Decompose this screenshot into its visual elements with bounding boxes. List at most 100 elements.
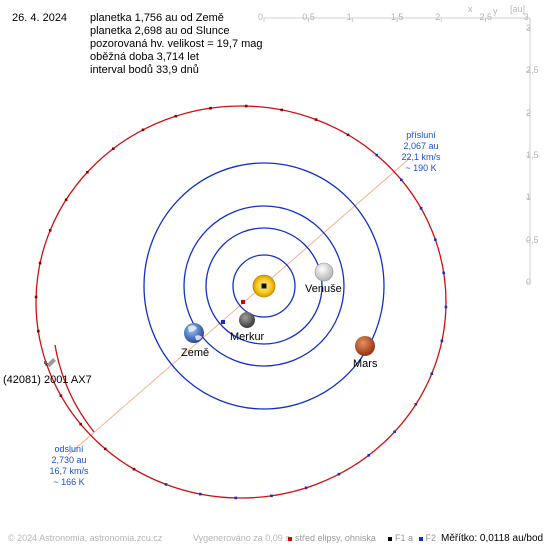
- aphelion-speed: 16,7 km/s: [49, 466, 89, 476]
- orbit-point: [209, 106, 212, 110]
- orbit-point: [103, 447, 107, 451]
- venus-icon: [314, 262, 334, 282]
- ellipse-center-marker: [241, 300, 245, 304]
- y-tick-label: 3: [526, 23, 532, 33]
- venus-orbit: [205, 227, 323, 345]
- orbit-point: [393, 430, 396, 434]
- perihelion-distance: 2,067 au: [403, 141, 439, 151]
- mars-orbit: [143, 162, 385, 410]
- orbit-point: [400, 178, 403, 182]
- info-magnitude: pozorovaná hv. velikost = 19,7 mag: [90, 38, 263, 50]
- legend-f2-text: F2: [425, 533, 437, 543]
- orbit-point: [141, 128, 145, 132]
- orbit-point: [270, 494, 273, 498]
- perihelion-info: přísluní 2,067 au 22,1 km/s ~ 190 K: [392, 130, 450, 174]
- orbit-point: [444, 305, 448, 309]
- orbit-point: [434, 238, 437, 241]
- orbit-point: [86, 170, 89, 174]
- mercury-label: Merkur: [230, 331, 265, 343]
- mercury-icon: [239, 312, 255, 328]
- mars-icon: [355, 336, 375, 356]
- perihelion-title: přísluní: [406, 130, 436, 140]
- info-period: oběžná doba 3,714 let: [90, 51, 199, 63]
- y-tick-label: 0,5: [526, 234, 539, 245]
- perihelion-speed: 22,1 km/s: [401, 152, 441, 162]
- x-axis-label: x: [468, 4, 473, 14]
- orbit-point: [419, 207, 423, 210]
- y-tick-label: 1: [526, 192, 532, 203]
- asteroid-icon: [44, 358, 56, 368]
- orbit-point: [304, 486, 308, 490]
- info-distance-sun: planetka 2,698 au od Slunce: [90, 25, 230, 37]
- aphelion-temp: ~ 166 K: [53, 477, 85, 487]
- venus-label: Venuše: [305, 283, 342, 295]
- earth-icon: [184, 323, 204, 343]
- info-distance-earth: planetka 1,756 au od Země: [90, 12, 224, 24]
- orbit-point: [346, 133, 350, 137]
- orbit-point: [314, 118, 318, 121]
- date-label: 26. 4. 2024: [12, 12, 68, 24]
- perihelion-temp: ~ 190 K: [405, 163, 437, 173]
- orbit-point: [375, 153, 379, 157]
- orbit-point: [164, 483, 168, 486]
- orbit-point: [280, 108, 284, 112]
- x-tick-label: 0: [258, 12, 264, 22]
- x-tick-label: 1,5: [390, 12, 404, 22]
- orbit-point: [430, 372, 434, 376]
- footer-scale: Měřítko: 0,0118 au/bod: [441, 533, 544, 544]
- legend-center-marker: [288, 536, 292, 541]
- asteroid-orbit: [35, 105, 447, 499]
- orbit-point: [36, 329, 40, 333]
- footer-legend-foci: F1 a F2: [388, 533, 436, 544]
- asteroid-label: (42081) 2001 AX7: [3, 374, 92, 386]
- orbit-point: [440, 339, 444, 343]
- x-tick-label: 1: [346, 12, 352, 22]
- orbit-point: [442, 271, 446, 275]
- apsis-line: [67, 157, 411, 456]
- earth-orbit: [183, 205, 345, 367]
- orbit-point: [234, 496, 238, 500]
- legend-f1-text: F1 a: [395, 533, 414, 543]
- legend-f1-marker: [388, 536, 392, 541]
- aphelion-title: odsluní: [54, 444, 84, 454]
- y-axis-label: y: [493, 6, 498, 16]
- x-tick-label: 2: [435, 12, 441, 22]
- orbit-point: [34, 295, 38, 299]
- orbit-point: [111, 147, 115, 150]
- asteroid-orbit-points: [34, 104, 448, 500]
- orbit-point: [38, 261, 42, 265]
- orbit-point: [367, 454, 371, 457]
- aphelion-info: odsluní 2,730 au 16,7 km/s ~ 166 K: [40, 444, 98, 488]
- x-tick-label: 0,5: [302, 12, 315, 22]
- footer-copyright: © 2024 Astronomia, astronomia.zcu.cz: [8, 533, 163, 543]
- orbit-point: [59, 394, 63, 397]
- y-tick-label: 1,5: [526, 149, 539, 160]
- y-tick-label: 2: [526, 107, 532, 118]
- orbit-point: [45, 363, 48, 366]
- mars-label: Mars: [353, 358, 378, 370]
- orbit-point: [79, 422, 82, 426]
- orbit-point: [337, 472, 341, 476]
- orbit-point: [414, 402, 418, 406]
- focus-f2-marker: [221, 320, 225, 324]
- legend-center-text: střed elipsy, ohniska: [295, 533, 376, 543]
- asteroid-info: planetka 1,756 au od Země planetka 2,698…: [90, 12, 263, 77]
- x-tick-label: 2,5: [479, 12, 493, 22]
- legend-f2-marker: [418, 536, 423, 541]
- orbit-point: [132, 467, 136, 471]
- aphelion-distance: 2,730 au: [51, 455, 87, 465]
- sun-icon: [252, 274, 276, 298]
- earth-label: Země: [181, 347, 210, 359]
- y-tick-label: 2,5: [526, 65, 539, 76]
- axis-unit-label: [au]: [510, 4, 526, 14]
- y-axis-ticks: [526, 28, 530, 284]
- orbit-point: [48, 228, 52, 232]
- orbit-point: [64, 198, 68, 202]
- x-axis-ticks: [263, 18, 531, 22]
- orbit-point: [198, 492, 202, 496]
- info-point-interval: interval bodů 33,9 dnů: [90, 64, 199, 76]
- orbit-point: [244, 104, 248, 108]
- x-tick-label: 3: [523, 12, 529, 22]
